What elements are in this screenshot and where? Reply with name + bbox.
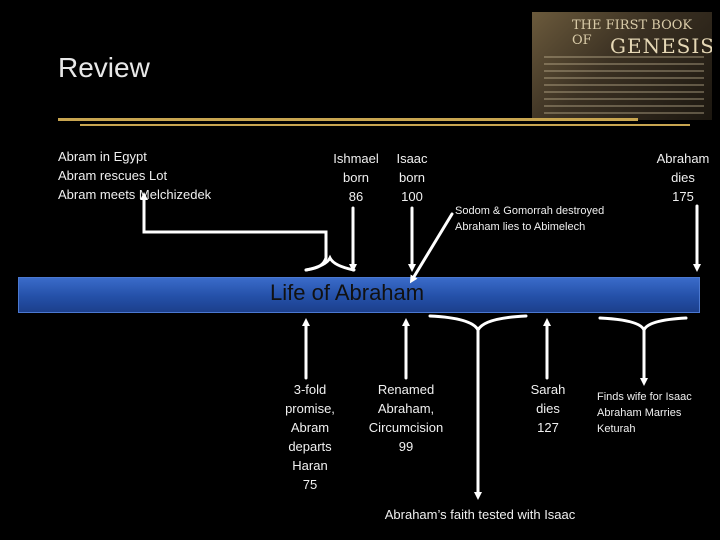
sodom-arrow	[412, 214, 452, 280]
early-events-bracket	[144, 196, 326, 270]
faith-brace	[430, 316, 526, 330]
wife-brace	[600, 318, 686, 330]
early-events-brace	[306, 258, 354, 270]
